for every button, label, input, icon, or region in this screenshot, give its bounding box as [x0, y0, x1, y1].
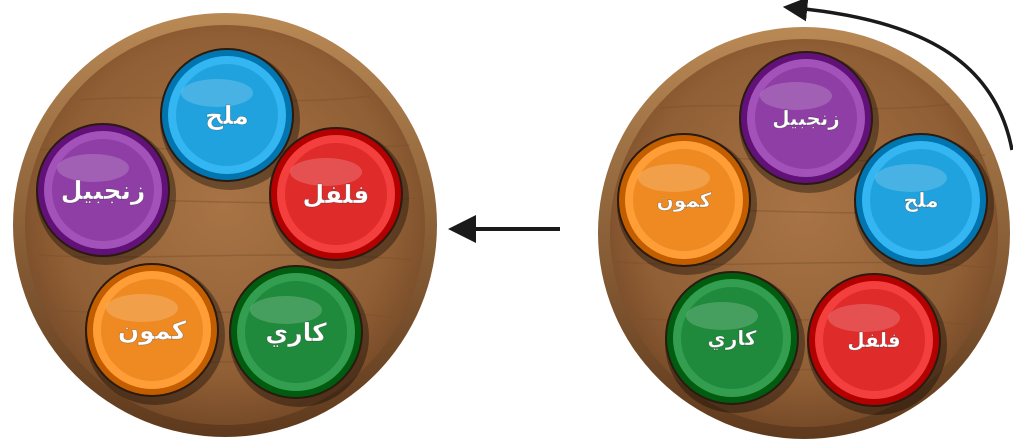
- spice-label: ملح: [904, 188, 939, 212]
- right-tray-cap-orange: كمون: [617, 134, 757, 275]
- left-tray-cap-green: كاري: [229, 266, 369, 407]
- right-tray-cap-green: كاري: [665, 272, 805, 413]
- spice-label: كمون: [118, 316, 187, 346]
- left-tray-cap-red: فلفل: [269, 128, 409, 269]
- right-tray-cap-red: فلفل: [807, 274, 947, 415]
- spice-label: ملح: [205, 101, 249, 131]
- left-tray-cap-purple: زنجبيل: [36, 124, 176, 265]
- spice-label: فلفل: [303, 180, 370, 209]
- spice-label: زنجبيل: [61, 176, 146, 205]
- spice-label: كاري: [708, 326, 757, 351]
- left-tray-cap-orange: كمون: [85, 264, 225, 405]
- spice-label: زنجبيل: [772, 106, 840, 130]
- right-tray-cap-purple: زنجبيل: [739, 52, 879, 193]
- spice-label: فلفل: [847, 328, 901, 352]
- spice-label: كمون: [657, 188, 712, 212]
- spice-label: كاري: [265, 318, 327, 348]
- right-tray-cap-blue: ملح: [854, 134, 994, 275]
